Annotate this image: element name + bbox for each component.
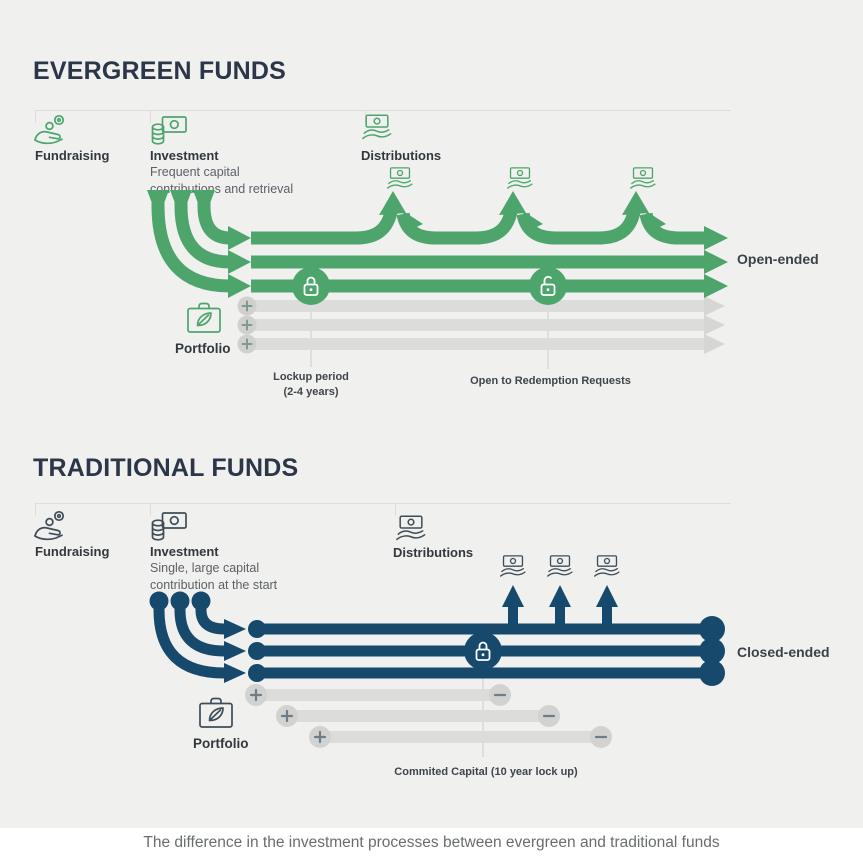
distributions-label: Distributions (361, 148, 442, 163)
caption-band: The difference in the investment process… (0, 828, 863, 860)
fundraising-icon (31, 509, 75, 545)
portfolio-label: Portfolio (175, 341, 231, 356)
investment-icon (150, 115, 188, 149)
divider-tick (395, 503, 396, 516)
investment-description: Single, large capital contribution at th… (150, 561, 278, 592)
portfolio-label: Portfolio (193, 736, 249, 751)
redemption-annotation: Open to Redemption Requests (470, 375, 631, 387)
fundraising-label: Fundraising (35, 148, 110, 163)
portfolio-icon (185, 299, 223, 337)
divider-tick (150, 110, 151, 123)
traditional-timeline-divider (35, 503, 731, 504)
divider-tick (35, 110, 36, 123)
committed-capital-annotation: Commited Capital (10 year lock up) (394, 766, 578, 778)
evergreen-timeline-divider (35, 110, 731, 111)
divider-tick (35, 503, 36, 516)
fundraising-label: Fundraising (35, 544, 110, 559)
investment-icon (150, 511, 188, 545)
distributions-label: Distributions (393, 545, 474, 560)
money-hand-icon (499, 554, 527, 580)
investment-description: Frequent capital contributions and retri… (150, 165, 294, 196)
plus-marker (237, 296, 257, 354)
evergreen-flow (147, 190, 728, 369)
lockup-annotation: Lockup period (2-4 years) (273, 371, 349, 399)
distribution-arrow (502, 585, 618, 631)
money-hand-icon (386, 166, 414, 192)
open-ended-label: Open-ended (737, 251, 819, 267)
evergreen-title: EVERGREEN FUNDS (33, 57, 287, 85)
distribution-arrow (379, 191, 728, 298)
plus-marker (245, 684, 331, 748)
portfolio-icon (197, 694, 235, 732)
lock-closed-icon (464, 632, 502, 670)
traditional-title: TRADITIONAL FUNDS (33, 454, 299, 482)
figure-caption: The difference in the investment process… (143, 834, 720, 851)
divider-tick (150, 503, 151, 516)
distributions-icon (361, 113, 393, 143)
lock-open-icon (529, 267, 567, 305)
money-hand-icon (546, 554, 574, 580)
money-hand-icon (506, 166, 534, 192)
lock-closed-icon (292, 267, 330, 305)
money-hand-icon (593, 554, 621, 580)
closed-ended-label: Closed-ended (737, 644, 830, 660)
traditional-flow (149, 585, 725, 757)
money-hand-icon (629, 166, 657, 192)
investment-label: Investment (150, 148, 219, 163)
fundraising-icon (31, 113, 75, 149)
minus-marker (489, 684, 612, 748)
investment-label: Investment (150, 544, 219, 559)
distributions-icon (395, 514, 427, 544)
